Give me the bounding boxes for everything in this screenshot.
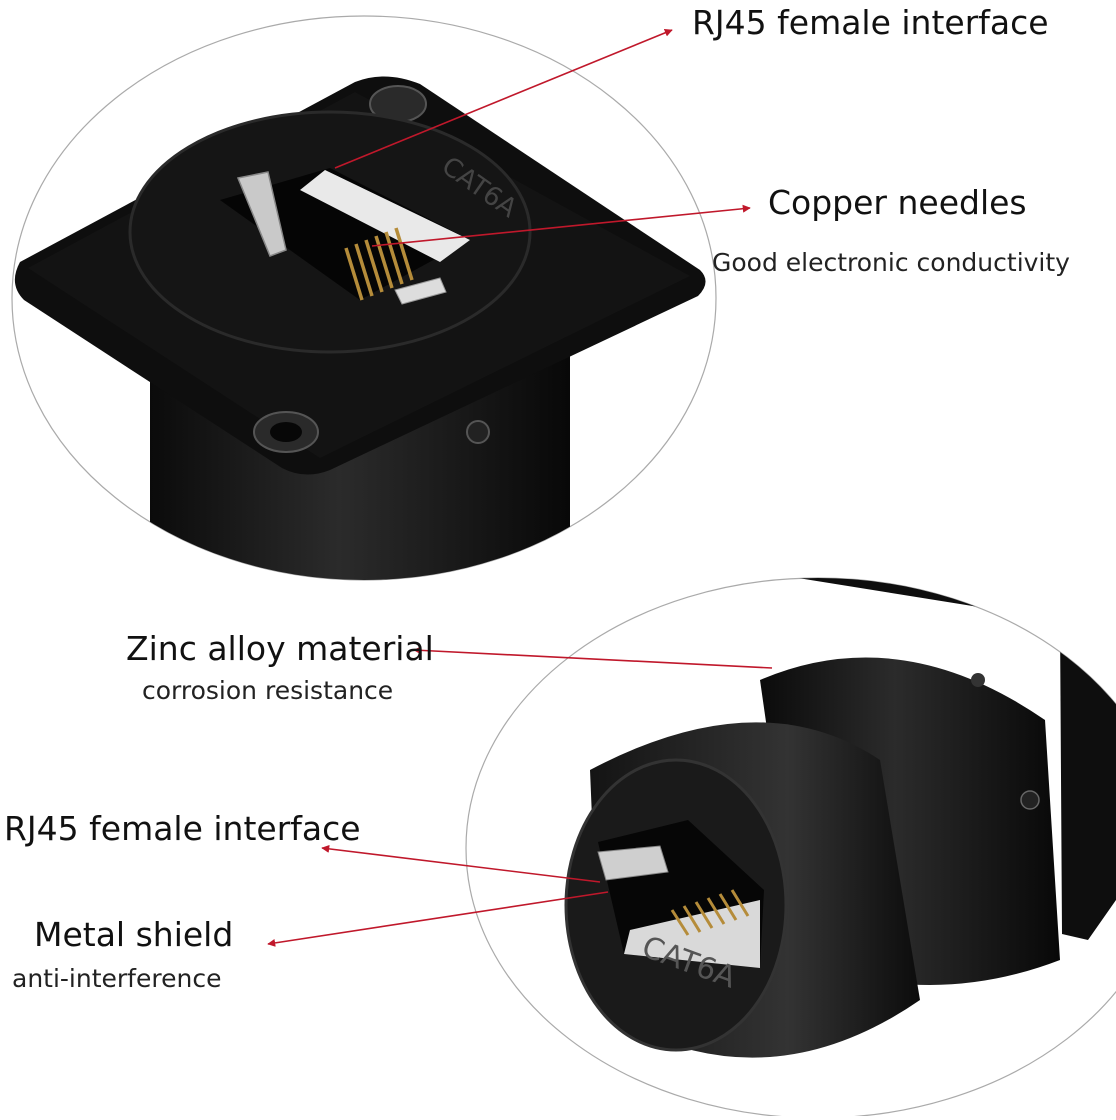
top-connector-photo: [14, 76, 706, 580]
arrow-top-rj45: [334, 29, 673, 169]
label-metal-shield: Metal shield: [34, 915, 234, 954]
label-zinc-sub: corrosion resistance: [142, 676, 394, 705]
arrow-bottom-rj45: [321, 844, 601, 883]
arrow-zinc-alloy: [413, 646, 773, 669]
label-top-rj45: RJ45 female interface: [692, 3, 1049, 42]
bottom-connector-photo: [564, 578, 1116, 1058]
label-zinc-alloy: Zinc alloy material: [126, 629, 434, 668]
label-bottom-rj45: RJ45 female interface: [4, 809, 361, 848]
arrow-metal-shield: [267, 891, 609, 947]
arrow-copper-needles: [371, 204, 751, 247]
label-shield-sub: anti-interference: [12, 964, 222, 993]
label-copper-needles: Copper needles: [768, 183, 1027, 222]
label-copper-sub: Good electronic conductivity: [712, 248, 1070, 277]
